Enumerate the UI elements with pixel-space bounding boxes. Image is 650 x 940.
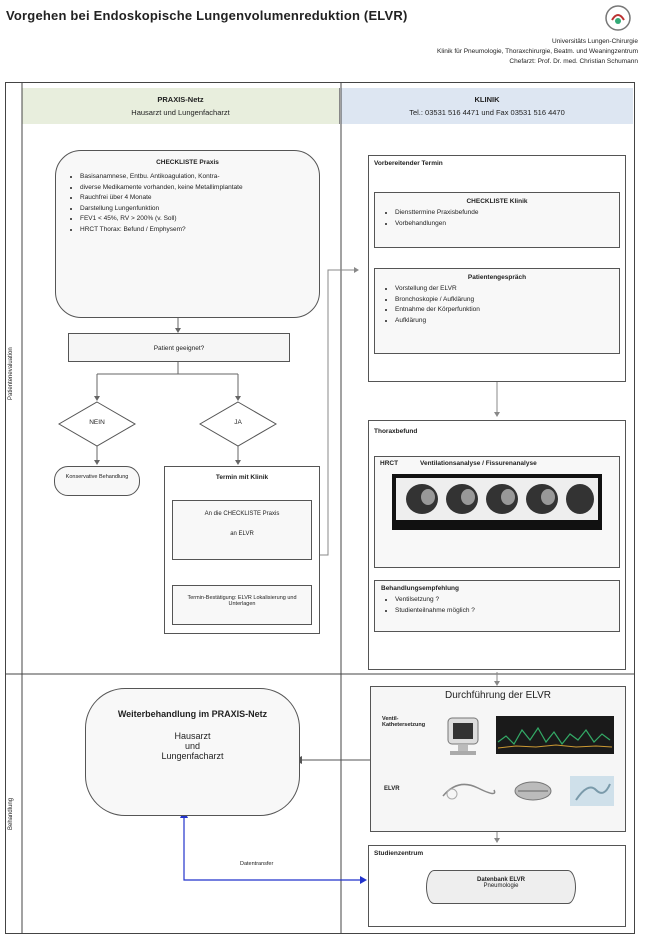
praxis-checklist: CHECKLISTE Praxis Basisanamnese, Entbu. … xyxy=(55,150,320,318)
diamond-no xyxy=(58,401,136,447)
procedure-label-valve: Ventil-Kathetersetzung xyxy=(382,716,426,728)
study-database: Datenbank ELVR Pneumologie xyxy=(426,870,576,904)
send-doc-line1: An die CHECKLISTE Praxis xyxy=(204,511,280,517)
klinik-checklist: CHECKLISTE Klinik Diensttermine Praxisbe… xyxy=(374,192,620,248)
lane-subtitle-klinik: Tel.: 03531 516 4471 und Fax 03531 516 4… xyxy=(409,108,565,117)
diamond-yes-label: JA xyxy=(234,419,242,426)
side-label-treatment: Behandlung xyxy=(8,797,14,830)
praxis-checklist-title: CHECKLISTE Praxis xyxy=(156,159,219,166)
decision-box: Patient geeignet? xyxy=(68,333,290,362)
procedure-label-elvr: ELVR xyxy=(384,786,400,792)
monitor-icon xyxy=(447,717,479,755)
praxis-checklist-item: Darstellung Lungenfunktion xyxy=(80,204,309,215)
klinik-consult-item: Aufklärung xyxy=(395,316,613,327)
return-label: Datentransfer xyxy=(240,861,274,867)
lane-title-praxis: PRAXIS-Netz xyxy=(157,95,204,104)
thorax-analysis-label: Ventilationsanalyse / Fissurenanalyse xyxy=(420,460,537,467)
klinik-checklist-item: Diensttermine Praxisbefunde xyxy=(395,208,613,219)
thorax-hrct-label: HRCT xyxy=(380,460,399,467)
arrow-to-klinik xyxy=(312,269,356,556)
bronchoscope-icon xyxy=(442,783,496,800)
send-doc-line2: an ELVR xyxy=(230,531,254,537)
blue-return-line xyxy=(183,815,362,881)
klinik-decision-item: Studienteilnahme möglich ? xyxy=(395,606,613,617)
followup-line1: Hausarzt xyxy=(174,731,211,741)
praxis-checklist-item: Basisanamnese, Entbu. Antikoagulation, K… xyxy=(80,172,309,183)
page-title: Vorgehen bei Endoskopische Lungenvolumen… xyxy=(6,8,408,23)
airway-image-icon xyxy=(570,776,614,806)
klinik-consult-title: Patientengespräch xyxy=(467,274,527,281)
klinik-decision-title: Behandlungsempfehlung xyxy=(381,585,459,592)
thorax-title: Thoraxbefund xyxy=(374,428,418,435)
klinik-consult-item: Vorstellung der ELVR xyxy=(395,284,613,295)
header-line-2: Klinik für Pneumologie, Thoraxchirurgie,… xyxy=(436,48,638,55)
klinik-consultation: Patientengespräch Vorstellung der ELVR B… xyxy=(374,268,620,354)
study-db-line2: Pneumologie xyxy=(483,883,519,889)
praxis-checklist-item: FEV1 < 45%, RV > 200% (v. Soll) xyxy=(80,214,309,225)
followup-praxis: Weiterbehandlung im PRAXIS-Netz Hausarzt… xyxy=(85,688,300,816)
confirm-doc: Termin-Bestätigung: ELVR Lokalisierung u… xyxy=(172,585,312,625)
followup-title: Weiterbehandlung im PRAXIS-Netz xyxy=(117,709,268,719)
valve-icon xyxy=(514,781,552,801)
header-line-3: Chefarzt: Prof. Dr. med. Christian Schum… xyxy=(509,58,638,65)
klinik-pre-title: Vorbereitender Termin xyxy=(374,160,443,167)
ct-scan-image xyxy=(392,474,602,530)
send-checklist-doc: An die CHECKLISTE Praxis an ELVR xyxy=(172,500,312,560)
klinik-decision-item: Ventilsetzung ? xyxy=(395,595,613,606)
lane-subtitle-praxis: Hausarzt und Lungenfacharzt xyxy=(131,108,230,117)
procedure-title: Durchführung der ELVR xyxy=(445,690,551,701)
diamond-yes xyxy=(199,401,277,447)
praxis-checklist-list: Basisanamnese, Entbu. Antikoagulation, K… xyxy=(66,172,309,235)
clinic-logo-icon xyxy=(605,5,631,31)
appointment-title: Termin mit Klinik xyxy=(215,474,269,481)
klinik-consult-item: Entnahme der Körperfunktion xyxy=(395,305,613,316)
conservative-treatment: Konservative Behandlung xyxy=(54,466,140,496)
praxis-checklist-item: diverse Medikamente vorhanden, keine Met… xyxy=(80,183,309,194)
study-db-line1: Datenbank ELVR xyxy=(477,877,525,883)
lane-header-praxis: PRAXIS-Netz Hausarzt und Lungenfacharzt xyxy=(22,88,340,124)
klinik-checklist-item: Vorbehandlungen xyxy=(395,219,613,230)
followup-line2: und xyxy=(184,741,201,751)
procedure-block xyxy=(370,686,626,832)
lung-signal-graph xyxy=(496,716,614,754)
diamond-no-label: NEIN xyxy=(89,419,105,426)
lane-title-klinik: KLINIK xyxy=(474,95,500,104)
praxis-checklist-item: HRCT Thorax: Befund / Emphysem? xyxy=(80,225,309,236)
side-label-evaluation: Patientenevaluation xyxy=(8,347,14,400)
study-center-title: Studienzentrum xyxy=(374,850,424,857)
klinik-consult-item: Bronchoskopie / Aufklärung xyxy=(395,295,613,306)
followup-line3: Lungenfacharzt xyxy=(161,751,224,761)
klinik-decision: Behandlungsempfehlung Ventilsetzung ? St… xyxy=(374,580,620,632)
header-line-1: Universitäts Lungen-Chirurgie xyxy=(552,38,638,45)
diagram-frame xyxy=(5,82,635,934)
praxis-checklist-item: Rauchfrei über 4 Monate xyxy=(80,193,309,204)
lane-header-klinik: KLINIK Tel.: 03531 516 4471 und Fax 0353… xyxy=(341,88,633,124)
klinik-checklist-title: CHECKLISTE Klinik xyxy=(466,198,528,205)
